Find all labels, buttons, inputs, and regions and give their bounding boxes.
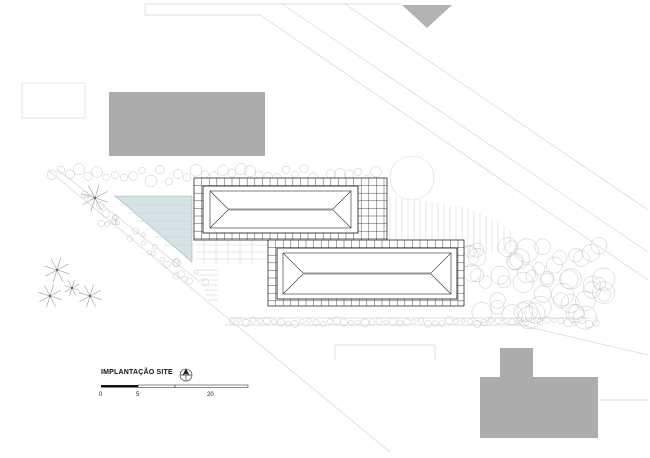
scale-bar [101,384,249,388]
tree-canopy-outline [389,155,435,201]
vegetation [47,163,616,330]
site-boundary-lines [47,3,649,453]
scale-label-20: 20 [207,392,214,398]
paving-grid [120,204,268,264]
house-roof-2 [267,239,465,307]
scale-label-0: 0 [99,392,103,398]
north-arrow-icon [179,368,193,382]
stairs [196,269,218,301]
drawing-title: IMPLANTAÇÃO SITE [101,369,173,376]
neighbor-outline [21,82,86,119]
neighbor-building-top [109,92,265,156]
wood-deck [389,196,511,256]
house-roof-1 [193,177,388,241]
tree-icon [38,184,109,308]
neighbor-building-bottom [480,348,598,438]
north-triangle-marker [402,5,452,28]
scale-label-5: 5 [136,392,140,398]
